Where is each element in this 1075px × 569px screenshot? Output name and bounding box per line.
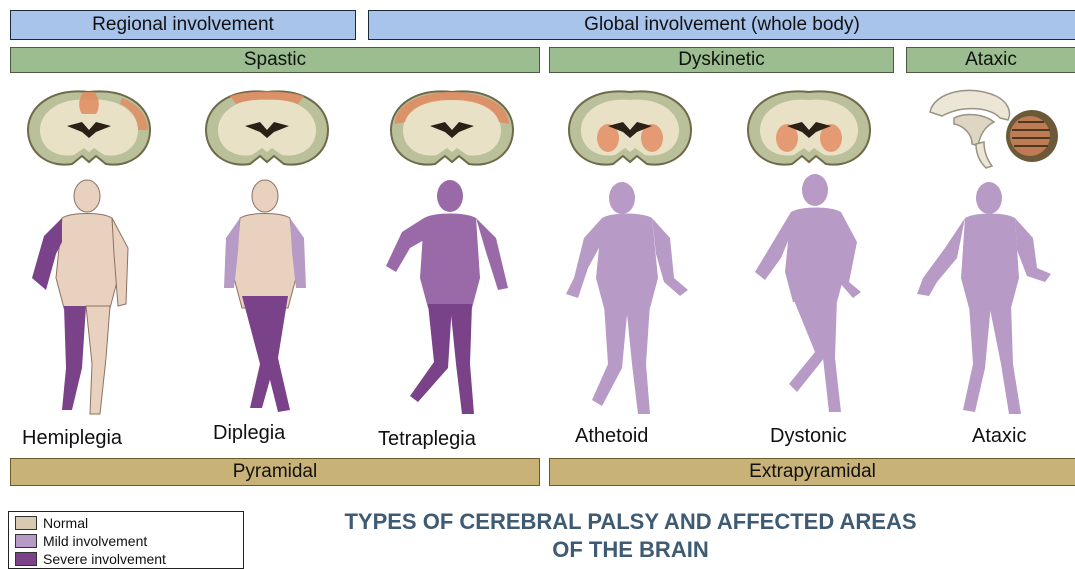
brain-cortex-hemiplegia-icon [22, 86, 156, 172]
brain-cerebellum-ataxic-icon [920, 82, 1070, 172]
dystonic-figure [745, 172, 885, 422]
spastic-label: Spastic [244, 49, 306, 71]
global-involvement-label: Global involvement (whole body) [584, 14, 860, 36]
title-line-2: OF THE BRAIN [258, 536, 1003, 564]
pyramidal-label: Pyramidal [233, 461, 317, 483]
athetoid-figure [560, 178, 700, 423]
ataxic-category-label: Ataxic [965, 49, 1017, 71]
brain-basal-ganglia-dystonic-icon [742, 86, 876, 172]
figure-label-tetraplegia: Tetraplegia [378, 428, 476, 451]
ataxic-bar: Ataxic [906, 47, 1075, 73]
legend-label-normal: Normal [43, 515, 88, 531]
regional-involvement-label: Regional involvement [92, 14, 274, 36]
pyramidal-bar: Pyramidal [10, 458, 540, 486]
figure-label-ataxic: Ataxic [972, 425, 1026, 448]
hemiplegia-figure [22, 178, 152, 423]
tetraplegia-figure [378, 178, 518, 423]
brain-cortex-tetraplegia-icon [385, 86, 519, 172]
diagram-title: TYPES OF CEREBRAL PALSY AND AFFECTED ARE… [258, 508, 1003, 564]
legend-swatch-mild [15, 534, 37, 548]
ataxic-figure [915, 178, 1065, 423]
extrapyramidal-bar: Extrapyramidal [549, 458, 1075, 486]
legend-label-severe: Severe involvement [43, 551, 166, 567]
figure-label-dystonic: Dystonic [770, 425, 847, 448]
figure-label-athetoid: Athetoid [575, 425, 648, 448]
legend-swatch-normal [15, 516, 37, 530]
legend-item-mild: Mild involvement [15, 533, 147, 549]
dyskinetic-label: Dyskinetic [678, 49, 765, 71]
legend-item-normal: Normal [15, 515, 88, 531]
dyskinetic-bar: Dyskinetic [549, 47, 894, 73]
figure-label-hemiplegia: Hemiplegia [22, 427, 122, 450]
diplegia-figure [200, 178, 330, 423]
figure-label-diplegia: Diplegia [213, 422, 285, 445]
title-line-1: TYPES OF CEREBRAL PALSY AND AFFECTED ARE… [258, 508, 1003, 536]
legend-swatch-severe [15, 552, 37, 566]
brain-cortex-diplegia-icon [200, 86, 334, 172]
spastic-bar: Spastic [10, 47, 540, 73]
legend-item-severe: Severe involvement [15, 551, 166, 567]
legend-label-mild: Mild involvement [43, 533, 147, 549]
extrapyramidal-label: Extrapyramidal [749, 461, 876, 483]
regional-involvement-bar: Regional involvement [10, 10, 356, 40]
global-involvement-bar: Global involvement (whole body) [368, 10, 1075, 40]
legend: Normal Mild involvement Severe involveme… [8, 511, 244, 569]
brain-basal-ganglia-athetoid-icon [563, 86, 697, 172]
